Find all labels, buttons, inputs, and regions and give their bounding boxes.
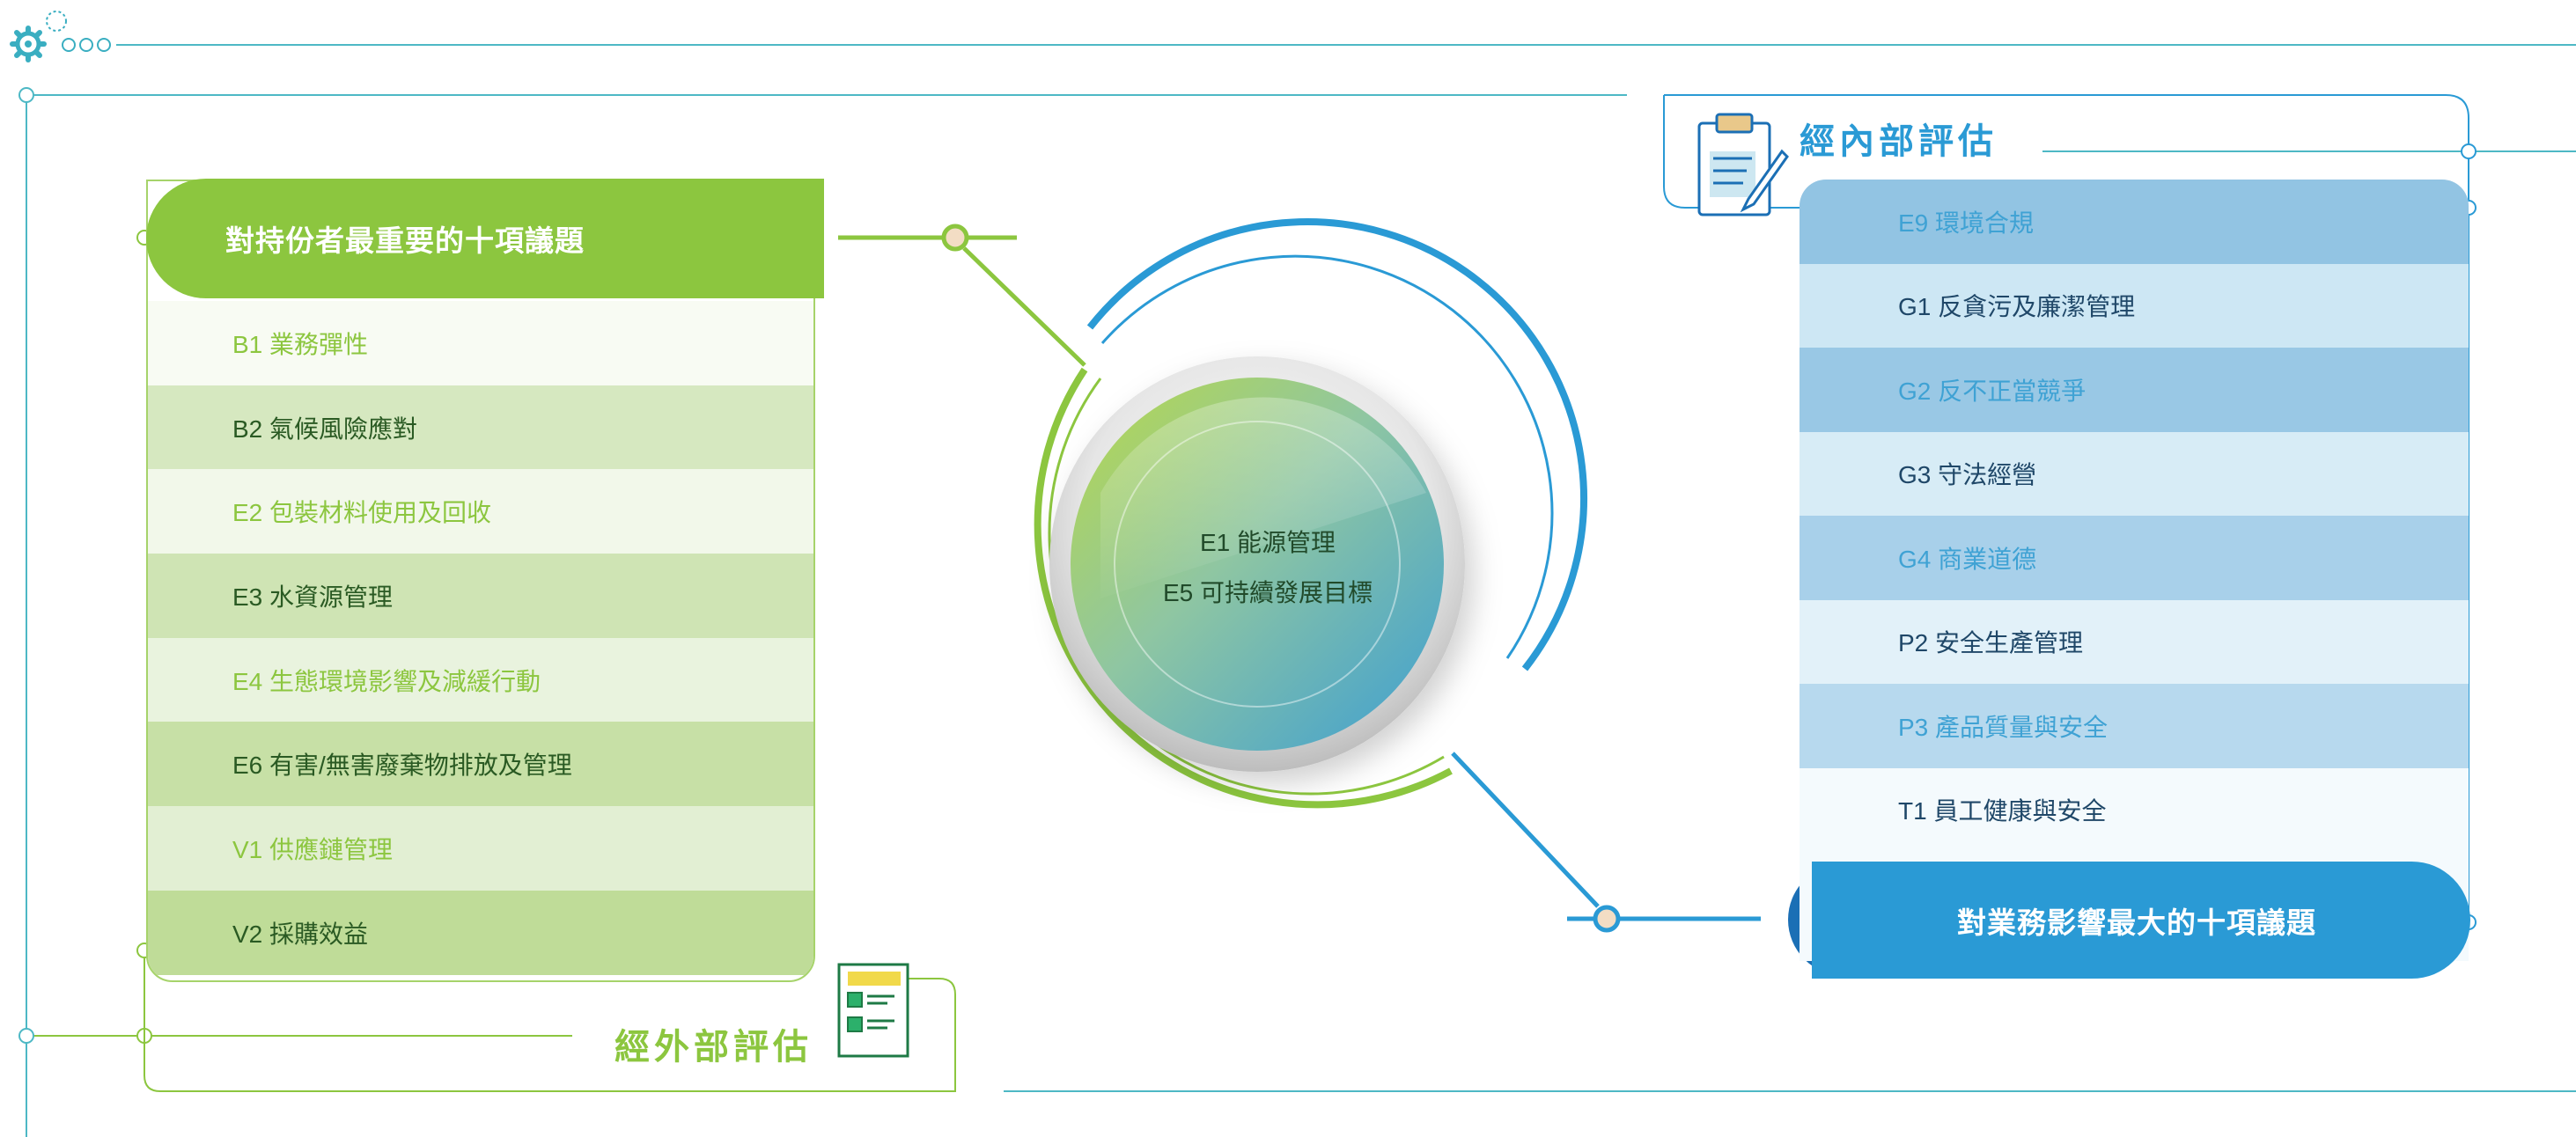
business-impact-header: 對業務影響最大的十項議題 (1812, 862, 2470, 979)
list-item: V2 採購效益 (148, 890, 813, 975)
list-item: B2 氣候風險應對 (148, 385, 813, 470)
list-item: E2 包裝材料使用及回收 (148, 469, 813, 554)
list-item: E6 有害/無害廢棄物排放及管理 (148, 722, 813, 807)
list-item: E4 生態環境影響及減緩行動 (148, 637, 813, 723)
stakeholder-topics-table: B1 業務彈性 B2 氣候風險應對 E2 包裝材料使用及回收 E3 水資源管理 … (146, 180, 815, 982)
list-item: G4 商業道德 (1800, 516, 2469, 600)
list-item: V1 供應鏈管理 (148, 806, 813, 891)
list-item: G2 反不正當競爭 (1800, 348, 2469, 432)
list-item: G1 反貪污及廉潔管理 (1800, 263, 2469, 348)
list-item: G3 守法經營 (1800, 431, 2469, 516)
gear-icon (10, 26, 47, 62)
center-item: E5 可持續發展目標 (1162, 579, 1373, 606)
list-item: P2 安全生產管理 (1800, 599, 2469, 684)
business-impact-title: 對業務影響最大的十項議題 (1957, 906, 2316, 939)
internal-evaluation-label: 經內部評估 (1800, 122, 1998, 161)
list-item: B1 業務彈性 (148, 301, 813, 385)
list-item: E3 水資源管理 (148, 554, 813, 638)
business-impact-table: E9 環境合規 G1 反貪污及廉潔管理 G2 反不正當競爭 G3 守法經營 G4… (1800, 180, 2469, 961)
stakeholder-topics-title: 對持份者最重要的十項議題 (225, 224, 585, 257)
checklist-icon (837, 963, 909, 1058)
stakeholder-topics-header: 對持份者最重要的十項議題 (146, 179, 824, 298)
clipboard-pen-icon (1697, 113, 1789, 216)
list-item: E9 環境合規 (1800, 180, 2469, 264)
center-item: E1 能源管理 (1199, 529, 1336, 556)
external-evaluation-label: 經外部評估 (615, 1028, 813, 1067)
list-item: T1 員工健康與安全 (1800, 767, 2469, 852)
list-item: P3 產品質量與安全 (1800, 684, 2469, 768)
